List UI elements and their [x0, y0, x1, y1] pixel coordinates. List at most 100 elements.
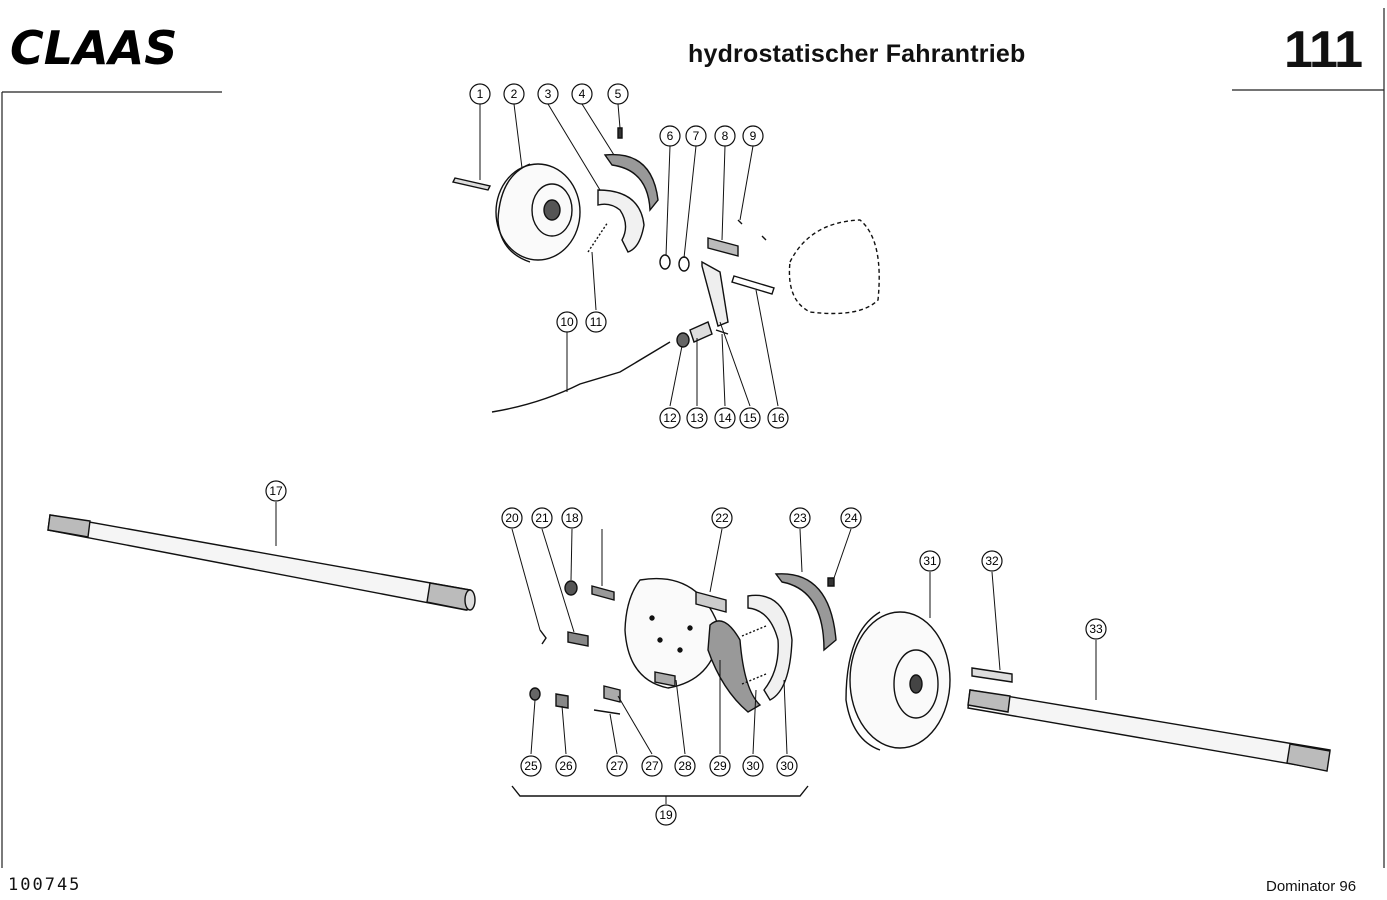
callout-17: 17 [265, 480, 287, 502]
callout-number: 4 [579, 87, 586, 101]
callout-number: 9 [750, 129, 757, 143]
callout-circle [919, 550, 941, 572]
callout-circle [469, 83, 491, 105]
part-lever-15 [701, 260, 729, 327]
callout-number: 24 [844, 511, 858, 525]
callout-circle [789, 507, 811, 529]
callout-20: 20 [501, 507, 523, 529]
callout-circle [655, 804, 677, 826]
callout-circle [561, 507, 583, 529]
callout-7: 7 [685, 125, 707, 147]
callout-number: 6 [667, 129, 674, 143]
callout-number: 14 [718, 411, 732, 425]
part-spring-11 [587, 221, 609, 253]
callout-circle [503, 83, 525, 105]
callout-24: 24 [840, 507, 862, 529]
callout-5: 5 [607, 83, 629, 105]
assembly-bracket-20 [511, 785, 809, 797]
callout-number: 1 [477, 87, 484, 101]
part-nut-12 [676, 332, 690, 348]
callout-25: 25 [520, 755, 542, 777]
part-pin-9 [737, 219, 767, 241]
callout-number: 18 [565, 511, 579, 525]
callout-27: 27 [606, 755, 628, 777]
callout-23: 23 [789, 507, 811, 529]
part-brake-drum-32 [845, 611, 951, 751]
callout-number: 5 [615, 87, 622, 101]
callout-10: 10 [556, 311, 578, 333]
callout-26: 26 [555, 755, 577, 777]
callout-number: 11 [590, 315, 603, 329]
callout-circle [739, 407, 761, 429]
callout-circle [659, 125, 681, 147]
callout-number: 25 [524, 759, 538, 773]
brand-logo-text: CLAAS [10, 24, 177, 72]
callout-circle [686, 407, 708, 429]
callout-13: 13 [686, 407, 708, 429]
callout-circle [659, 407, 681, 429]
callout-number: 15 [743, 411, 757, 425]
part-bolt-19 [591, 585, 615, 601]
callout-circle [742, 755, 764, 777]
callout-33: 33 [1085, 618, 1107, 640]
callout-32: 32 [981, 550, 1003, 572]
part-clevis-13 [689, 321, 713, 343]
lower-brake-assembly [511, 573, 837, 797]
callout-16: 16 [767, 407, 789, 429]
part-key-1 [451, 177, 492, 191]
callout-circle [537, 83, 559, 105]
housing-outline [788, 219, 880, 315]
part-brake-shoe-3 [597, 189, 645, 253]
callout-number: 23 [793, 511, 807, 525]
callout-number: 33 [1089, 622, 1103, 636]
upper-brake-assembly [451, 127, 880, 413]
machine-model: Dominator 96 [1266, 878, 1357, 895]
callout-number: 31 [923, 554, 937, 568]
callout-number: 10 [560, 315, 574, 329]
part-lining-24 [774, 573, 837, 652]
callout-circle [685, 125, 707, 147]
page-title: hydrostatischer Fahrantrieb [688, 40, 1026, 68]
callout-circle [555, 755, 577, 777]
part-nut-18 [564, 580, 578, 596]
part-cap-27b [603, 685, 621, 703]
callout-circle [767, 407, 789, 429]
part-cable-10 [491, 341, 671, 413]
left-axle-shaft-17 [47, 514, 476, 611]
callout-circle [265, 480, 287, 502]
part-cap-27 [555, 693, 569, 709]
callout-number: 20 [505, 511, 519, 525]
callout-number: 19 [659, 808, 673, 822]
callout-18: 18 [561, 507, 583, 529]
callout-circle [520, 755, 542, 777]
leader-lines [275, 103, 1097, 804]
callout-circle [607, 83, 629, 105]
callout-circle [641, 755, 663, 777]
part-rivet-5 [617, 127, 623, 139]
part-washer-7 [678, 256, 690, 272]
callout-19: 19 [655, 804, 677, 826]
callout-circle [742, 125, 764, 147]
callout-number: 7 [693, 129, 700, 143]
part-spring-31a [741, 625, 767, 637]
document-number: 100745 [8, 875, 82, 895]
callout-number: 22 [715, 511, 729, 525]
callout-15: 15 [739, 407, 761, 429]
page-frame-lines [1, 8, 1385, 868]
callout-circle [531, 507, 553, 529]
part-wheel-cylinder-23 [695, 591, 727, 613]
callout-number: 32 [985, 554, 999, 568]
claas-logo: CLAAS [10, 24, 177, 72]
callout-2: 2 [503, 83, 525, 105]
part-brake-drum-2 [495, 163, 581, 263]
callout-circle [556, 311, 578, 333]
callout-number: 29 [713, 759, 727, 773]
callout-circle [981, 550, 1003, 572]
callout-number: 17 [269, 484, 283, 498]
callout-1: 1 [469, 83, 491, 105]
right-axle-shaft-34 [967, 667, 1331, 772]
part-brake-shoe-30b [747, 594, 793, 701]
callout-number: 27 [645, 759, 659, 773]
